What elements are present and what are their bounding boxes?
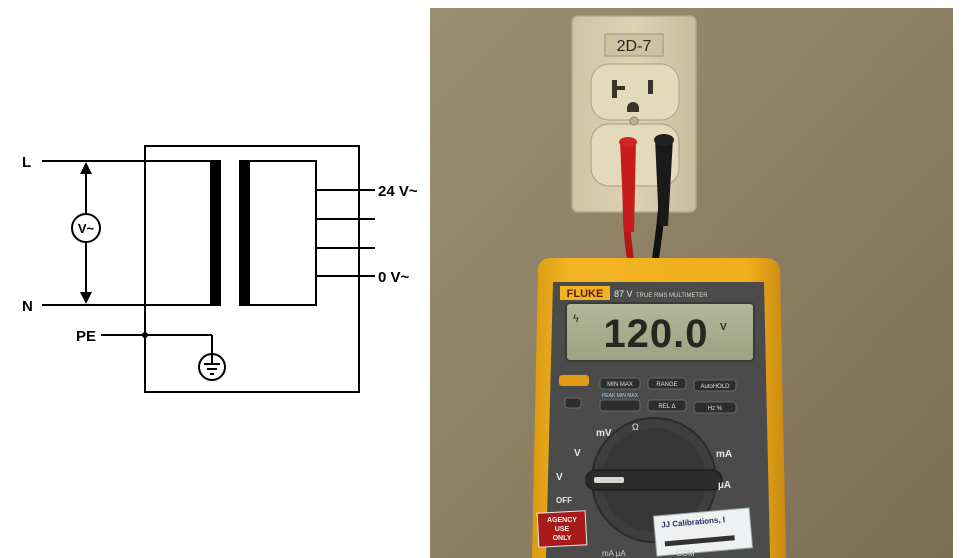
line-label: L (22, 154, 31, 171)
meter-lightning-icon: ϟ (573, 313, 579, 325)
receptacle-upper-slot-left (612, 80, 617, 98)
sticker-agency-line-2: USE (555, 526, 570, 533)
voltmeter-arrow-down (80, 292, 92, 304)
secondary-box (249, 160, 317, 306)
meter-peak-caption: PEAK MIN MAX (602, 393, 639, 399)
meter-dial-label-ma: mA (716, 449, 732, 460)
meter-brand: FLUKE (567, 288, 604, 300)
enclosure-frame (144, 145, 360, 393)
meter-reading: 120.0 (603, 312, 708, 356)
voltmeter-label: V~ (78, 221, 95, 236)
sticker-barcode (664, 535, 735, 547)
voltmeter-arrow-up (80, 162, 92, 174)
meter-button-autohold[interactable] (693, 379, 737, 392)
meter-model-caption: TRUE RMS MULTIMETER (636, 293, 708, 299)
earth-label: PE (76, 328, 96, 345)
meter-lcd (565, 302, 755, 362)
probe-red-handle (620, 140, 636, 232)
meter-jack-label-com: COM (676, 549, 695, 558)
meter-brand-plate (560, 286, 610, 300)
meter-button-minmax[interactable] (599, 377, 641, 390)
receptacle-upper-ground (627, 102, 639, 112)
meter-dial-label-vdc: V (556, 472, 563, 483)
meter-button-hz-label: Hz % (708, 406, 723, 412)
meter-dial-label-v: V (574, 448, 581, 459)
meter-button-peak[interactable] (599, 399, 641, 412)
meter-model: 87 V (614, 289, 633, 299)
sticker-agency (536, 510, 588, 548)
outlet-tag-text: 2D-7 (617, 38, 652, 55)
meter-dial-knob (585, 469, 723, 491)
sticker-agency-line-3: ONLY (553, 535, 572, 542)
sticker-calibration (652, 507, 754, 557)
sticker-agency-line-1: AGENCY (547, 517, 577, 524)
primary-winding (210, 160, 221, 306)
meter-button-hz[interactable] (693, 401, 737, 414)
meter-button-backlight[interactable] (564, 397, 582, 409)
meter-button-rel-label: REL Δ (658, 404, 675, 410)
probe-black-handle (655, 138, 673, 226)
meter-button-minmax-label: MIN MAX (607, 382, 633, 388)
outlet-tag (604, 33, 664, 57)
meter-dial-pointer (594, 477, 624, 483)
output-0v-label: 0 V~ (378, 269, 410, 286)
meter-jack-label-ma: mA µA (602, 549, 626, 558)
plate-screw (629, 116, 639, 126)
meter-button-range[interactable] (647, 377, 687, 390)
meter-button-range-label: RANGE (656, 382, 677, 388)
output-24v-label: 24 V~ (378, 183, 418, 200)
meter-off-label: OFF (556, 496, 572, 505)
meter-dial-label-mv: mV (596, 428, 612, 439)
receptacle-upper-slot-right (648, 80, 653, 94)
secondary-winding (239, 160, 250, 306)
probe-black-tip (654, 134, 674, 146)
schematic (42, 145, 375, 393)
earth-junction (142, 332, 148, 338)
meter-units: V (720, 322, 727, 333)
meter-button-yellow[interactable] (559, 375, 589, 386)
meter-button-autohold-label: AutoHOLD (700, 384, 730, 390)
meter-dial-label-ua: µA (718, 480, 731, 491)
photo: 2D-7 FLUKE 87 V TRUE RMS MULTIMETER 120.… (430, 8, 953, 558)
receptacle-upper-slot-t (617, 86, 625, 90)
meter-button-rel[interactable] (647, 399, 687, 412)
voltmeter-symbol (71, 213, 101, 243)
meter-dial-label-ohm: Ω (632, 422, 639, 432)
probe-red-tip (619, 137, 637, 147)
neutral-label: N (22, 298, 33, 315)
